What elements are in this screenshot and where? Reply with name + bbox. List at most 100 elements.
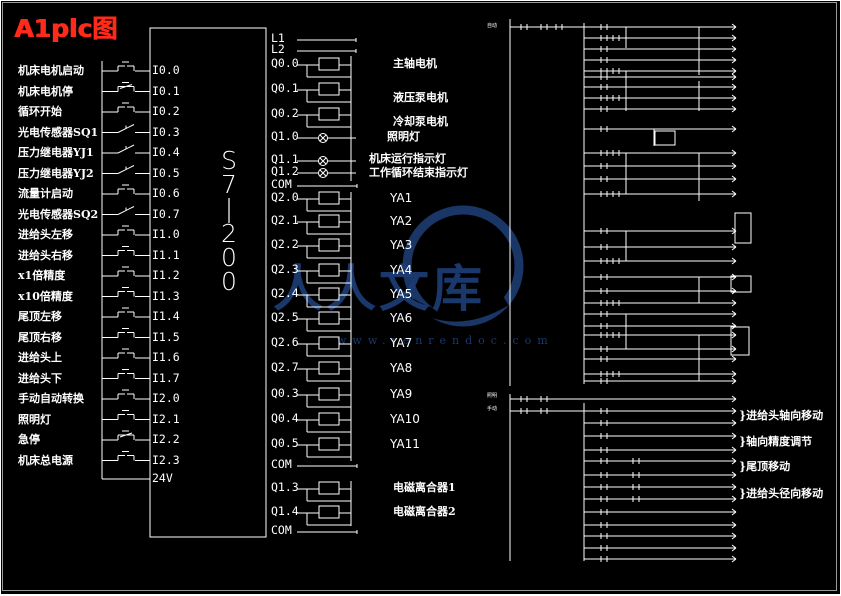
ladder-coil — [731, 56, 737, 61]
ladder-coil — [731, 495, 737, 500]
output-load-label: YA6 — [390, 311, 413, 325]
output-address: Q0.4 — [271, 411, 299, 425]
coil-symbol — [318, 238, 340, 252]
ladder-coil — [731, 162, 737, 167]
input-label: 进给头左移 — [18, 228, 73, 241]
input-address: I0.3 — [152, 124, 180, 139]
output-load-label: YA5 — [390, 287, 413, 301]
input-label: 光电传感器SQ1 — [18, 125, 99, 139]
input-address: I1.4 — [152, 309, 180, 323]
ladder-coil — [731, 70, 737, 75]
ladder-coil — [731, 322, 737, 327]
input-address: I0.0 — [152, 63, 180, 77]
output-address: Q1.4 — [271, 504, 299, 518]
ladder-coil — [731, 334, 737, 339]
output-address: Q0.1 — [271, 81, 299, 95]
input-address: I1.3 — [152, 288, 180, 303]
ladder-coil — [731, 457, 737, 462]
ladder-coil — [731, 97, 737, 102]
watermark-url: www.renrendoc.com — [337, 334, 554, 347]
output-load-label: 照明灯 — [387, 130, 420, 143]
input-label: x10倍精度 — [18, 289, 73, 303]
ladder-coil — [731, 83, 737, 88]
ladder-coil — [731, 345, 737, 350]
ladder-coil — [731, 59, 737, 64]
coil-symbol — [318, 505, 340, 519]
ladder-coil — [731, 287, 737, 292]
input-label: x1倍精度 — [18, 269, 66, 282]
ladder-coil — [731, 76, 737, 81]
ladder-coil — [731, 348, 737, 353]
input-address: I0.4 — [152, 145, 180, 159]
ladder-coil — [731, 483, 737, 488]
ladder-coil — [731, 243, 737, 248]
ladder-coil — [731, 276, 737, 281]
ladder-function-label: }尾顶移动 — [739, 460, 791, 473]
ladder-coil — [731, 446, 737, 451]
ladder-coil — [731, 498, 737, 503]
input-address: I1.0 — [152, 227, 180, 241]
output-load-label: 机床运行指示灯 — [369, 152, 446, 165]
input-address: I1.6 — [152, 350, 180, 364]
input-address: I2.1 — [152, 411, 180, 426]
ladder-coil — [731, 544, 737, 549]
output-load-label: YA1 — [390, 191, 413, 205]
output-load-label: 冷却泵电机 — [393, 115, 448, 128]
output-address: Q0.5 — [271, 436, 299, 450]
ladder-coil — [731, 508, 737, 513]
output-load-label: YA3 — [390, 238, 413, 252]
ladder-coil — [731, 108, 737, 113]
input-address: I2.3 — [152, 452, 180, 467]
timer-box — [730, 275, 752, 293]
output-load-label: 电磁离合器1 — [393, 481, 456, 494]
ladder-coil — [731, 67, 737, 72]
input-label: 进给头上 — [18, 351, 62, 364]
watermark-text: 人人文库 — [273, 259, 485, 318]
output-address: Q1.1 — [271, 152, 299, 166]
ladder-coil — [731, 190, 737, 195]
ladder-tag: 自动 — [487, 23, 498, 29]
output-address: Q2.7 — [271, 360, 299, 374]
output-load-label: YA8 — [390, 361, 413, 375]
ladder-function-label: }轴向精度调节 — [739, 435, 813, 448]
ladder-coil — [731, 34, 737, 39]
output-address: COM — [271, 523, 292, 537]
ladder-coil — [731, 175, 737, 180]
output-address: Q2.2 — [271, 237, 299, 251]
input-address: I0.2 — [152, 104, 180, 118]
ladder-coil — [731, 331, 737, 336]
output-address: L2 — [271, 42, 285, 56]
ladder-coil — [731, 511, 737, 516]
ladder-coil — [731, 377, 737, 382]
output-address: Q2.1 — [271, 213, 299, 227]
input-address: I1.5 — [152, 329, 180, 344]
ladder-coil — [731, 395, 737, 400]
coil-symbol — [318, 437, 340, 451]
output-load-label: 工作循环结束指示灯 — [369, 166, 468, 179]
coil-symbol — [318, 481, 340, 495]
input-label: 流量计启动 — [18, 187, 73, 200]
plc-body — [149, 27, 267, 538]
nc-mark — [119, 84, 133, 89]
counter-box — [734, 212, 752, 244]
ladder-coil — [731, 86, 737, 91]
output-load-label: YA10 — [390, 412, 420, 426]
output-load-label: YA2 — [390, 214, 413, 228]
coil-symbol — [318, 387, 340, 401]
input-label: 机床电机停 — [18, 84, 73, 98]
coil-symbol — [318, 107, 340, 121]
ladder-coil — [731, 370, 737, 375]
input-common-label: 24V — [152, 471, 173, 485]
ladder-coil — [731, 165, 737, 170]
input-label: 尾顶左移 — [18, 310, 62, 323]
ladder-coil — [731, 355, 737, 360]
output-load-label: 电磁离合器2 — [393, 505, 456, 518]
ladder-coil — [731, 260, 737, 265]
input-label: 机床总电源 — [18, 453, 73, 467]
input-label: 进给头右移 — [18, 248, 73, 262]
ladder-coil — [731, 419, 737, 424]
drawing-title: A1plc图 — [14, 14, 118, 43]
output-load-label: YA4 — [390, 263, 413, 277]
input-label: 循环开始 — [18, 105, 62, 118]
